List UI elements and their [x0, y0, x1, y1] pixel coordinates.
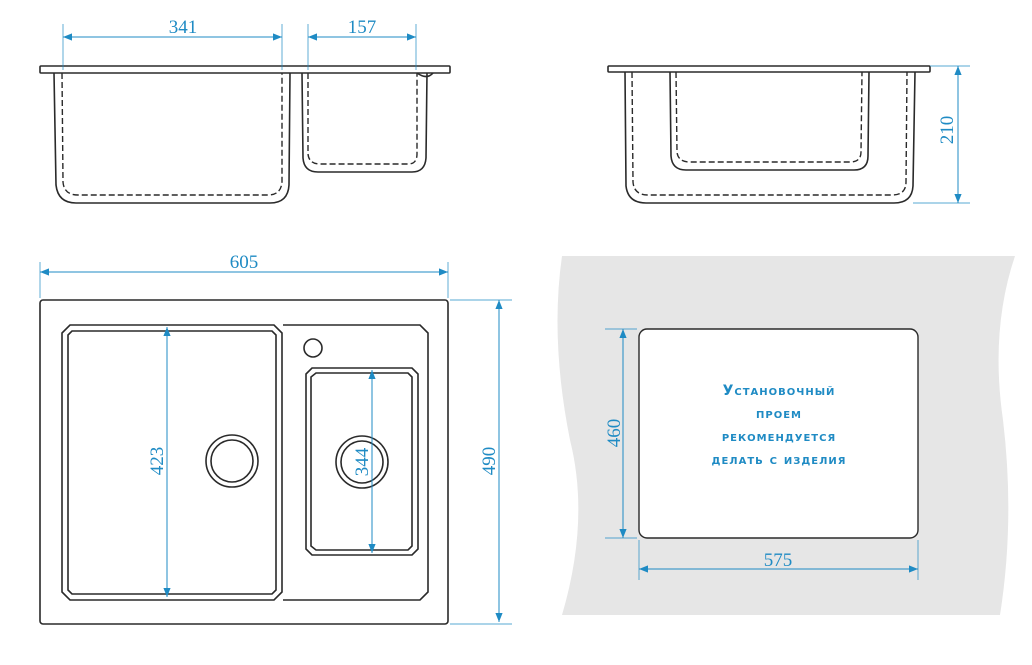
- cutout-note: Установочный проем рекомендуется делать …: [639, 380, 919, 472]
- dim-overall-width: 605: [230, 252, 259, 273]
- note-line: рекомендуется: [721, 429, 837, 445]
- dim-left-bowl-width: 341: [169, 17, 198, 38]
- dim-cutout-width: 575: [764, 550, 793, 571]
- dim-right-bowl-width: 157: [348, 17, 377, 38]
- dim-cutout-height: 460: [604, 419, 625, 448]
- side-view: 210: [607, 65, 970, 204]
- dim-overall-depth: 490: [479, 447, 500, 476]
- top-view: 605 490 423 344: [39, 252, 512, 625]
- dim-right-bowl-length: 344: [352, 447, 373, 476]
- dim-depth: 210: [937, 116, 958, 145]
- front-view: 341 157: [39, 17, 451, 204]
- note-line: проем: [756, 406, 802, 422]
- cutout-view: 460 575: [557, 256, 1015, 615]
- note-line: делать с изделия: [711, 452, 847, 468]
- dim-left-bowl-length: 423: [147, 447, 168, 476]
- note-line: Установочный: [722, 383, 836, 399]
